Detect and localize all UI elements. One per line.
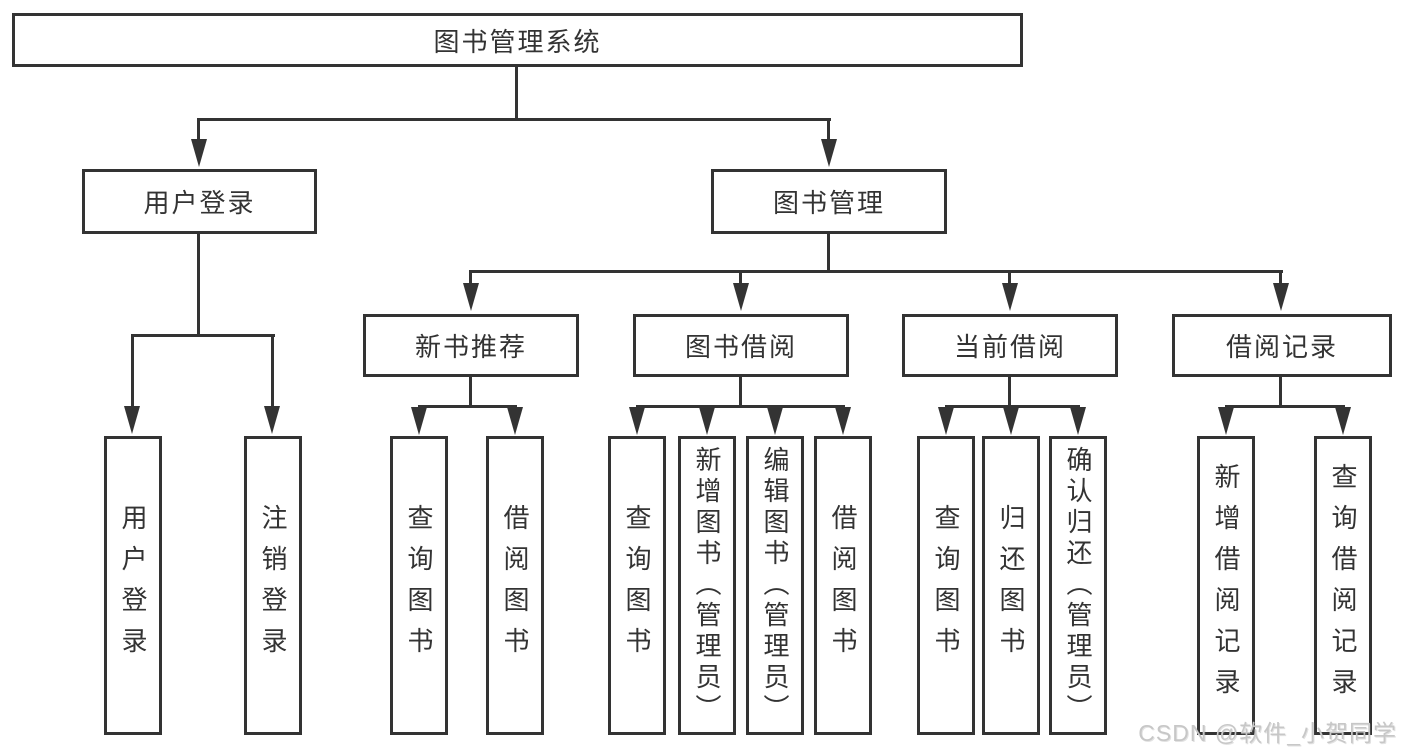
connector-bus-root [197,118,831,121]
node-new-book-recommendation: 新书推荐 [363,314,579,377]
connector-drop-book-borrow [739,270,742,286]
csdn-watermark: CSDN @软件_小贺同学 [1138,720,1397,746]
connector-stem-user-login [197,233,200,337]
connector-stem-root [515,66,518,120]
node-borrow-books-under-borrowing: 借阅图书 [814,436,872,735]
arrowhead-down-icon [629,407,645,435]
node-return-books: 归还图书 [982,436,1040,735]
connector-drop-user-login [197,118,200,142]
node-label: 确认归还（管理员） [1063,446,1093,725]
arrowhead-down-icon [411,407,427,435]
node-label: 新增借阅记录 [1211,462,1241,709]
node-label: 用户登录 [118,503,148,668]
connector-bus-borrow-records [1225,405,1345,408]
arrowhead-down-icon [124,406,140,434]
node-user-login-branch: 用户登录 [82,169,317,234]
connector-stem-borrow-records [1279,377,1282,407]
node-label: 查询图书 [404,503,434,668]
node-search-borrow-record: 查询借阅记录 [1314,436,1372,735]
connector-bus-book-management [469,270,1283,273]
node-edit-books-admin: 编辑图书（管理员） [746,436,804,735]
connector-stem-new-book [469,377,472,407]
connector-bus-book-borrow [636,405,845,408]
arrowhead-down-icon [767,407,783,435]
connector-drop-current-borrow [1008,270,1011,286]
node-logout-leaf: 注销登录 [244,436,302,735]
arrowhead-down-icon [821,139,837,167]
arrowhead-down-icon [1218,407,1234,435]
node-add-borrow-record: 新增借阅记录 [1197,436,1255,735]
arrowhead-down-icon [1273,283,1289,311]
node-confirm-return-admin: 确认归还（管理员） [1049,436,1107,735]
node-label: 借阅图书 [500,503,530,668]
connector-drop-borrow-records [1279,270,1282,286]
connector-bus-current-borrow [945,405,1080,408]
arrowhead-down-icon [699,407,715,435]
node-label: 注销登录 [258,503,288,668]
node-search-books-under-recommendation: 查询图书 [390,436,448,735]
arrowhead-down-icon [191,139,207,167]
arrowhead-down-icon [1003,407,1019,435]
connector-stem-book-management [827,233,830,272]
node-add-books-admin: 新增图书（管理员） [678,436,736,735]
node-book-management: 图书管理 [711,169,947,234]
arrowhead-down-icon [463,283,479,311]
arrowhead-down-icon [507,407,523,435]
node-library-management-system: 图书管理系统 [12,13,1023,67]
node-current-borrowing: 当前借阅 [902,314,1118,377]
connector-stem-current-borrow [1008,377,1011,407]
arrowhead-down-icon [938,407,954,435]
connector-drop-logout-leaf [271,334,274,409]
arrowhead-down-icon [1002,283,1018,311]
node-search-books-under-current: 查询图书 [917,436,975,735]
arrowhead-down-icon [1070,407,1086,435]
arrowhead-down-icon [835,407,851,435]
node-label: 归还图书 [996,503,1026,668]
node-label: 编辑图书（管理员） [760,446,790,725]
node-user-login-leaf: 用户登录 [104,436,162,735]
arrowhead-down-icon [1335,407,1351,435]
connector-stem-book-borrow [739,377,742,407]
connector-bus-new-book [418,405,517,408]
connector-drop-new-book [469,270,472,286]
node-borrowing-records: 借阅记录 [1172,314,1392,377]
node-label: 新增图书（管理员） [692,446,722,725]
connector-drop-login-leaf [131,334,134,409]
node-label: 查询图书 [622,503,652,668]
arrowhead-down-icon [264,406,280,434]
node-book-borrowing: 图书借阅 [633,314,849,377]
arrowhead-down-icon [733,283,749,311]
node-search-books-under-borrowing: 查询图书 [608,436,666,735]
node-borrow-books-under-recommendation: 借阅图书 [486,436,544,735]
node-label: 借阅图书 [828,503,858,668]
node-label: 查询图书 [931,503,961,668]
connector-bus-user-login [131,334,275,337]
connector-drop-book-management [827,118,830,142]
node-label: 查询借阅记录 [1328,462,1358,709]
